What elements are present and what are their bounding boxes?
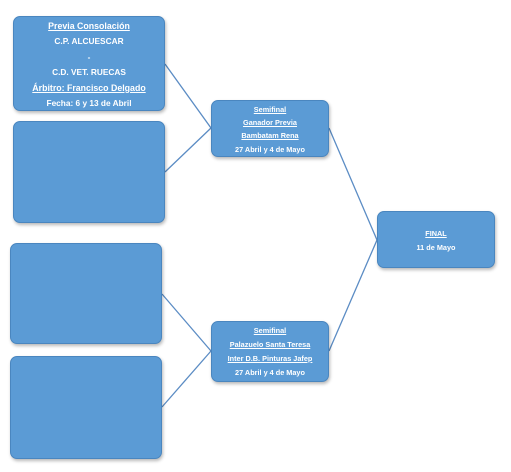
semifinal2-team1: Palazuelo Santa Teresa xyxy=(229,340,311,349)
connector-semifinal2-to-final xyxy=(328,239,378,352)
qualifier-referee: Árbitro: Francisco Delgado xyxy=(32,82,146,93)
semifinal2-title: Semifinal xyxy=(253,326,287,335)
semifinal1-title: Semifinal xyxy=(253,105,287,114)
qualifier-title: Previa Consolación xyxy=(48,21,130,31)
qualifier-team1: C.P. ALCUESCAR xyxy=(54,36,124,47)
qualifier-team2: C.D. VET. RUECAS xyxy=(52,67,126,78)
semifinal1-box: Semifinal Ganador Previa Bambatam Rena 2… xyxy=(211,100,329,157)
empty-match-box-lower-2 xyxy=(10,356,162,459)
qualifier-separator: - xyxy=(87,51,91,62)
semifinal2-team2: Inter D.B. Pinturas Jafep xyxy=(227,354,313,363)
final-date: 11 de Mayo xyxy=(416,243,456,252)
connector-empty-to-semifinal1 xyxy=(164,127,212,173)
connector-empty-to-semifinal2 xyxy=(161,293,212,352)
semifinal1-team1: Ganador Previa xyxy=(243,118,297,128)
final-box: FINAL 11 de Mayo xyxy=(377,211,495,268)
qualifier-match-box: Previa Consolación C.P. ALCUESCAR - C.D.… xyxy=(13,16,165,111)
connector-semifinal1-to-final xyxy=(328,127,378,241)
empty-match-box-upper xyxy=(13,121,165,223)
connector-empty-to-semifinal2-lower xyxy=(161,350,212,408)
semifinal2-box: Semifinal Palazuelo Santa Teresa Inter D… xyxy=(211,321,329,382)
qualifier-dates: Fecha: 6 y 13 de Abril xyxy=(46,98,132,109)
connector-qualifier-to-semifinal1 xyxy=(164,63,212,129)
semifinal1-team2: Bambatam Rena xyxy=(241,131,299,141)
final-title: FINAL xyxy=(425,229,447,238)
empty-match-box-lower-1 xyxy=(10,243,162,344)
semifinal1-dates: 27 Abril y 4 de Mayo xyxy=(235,144,305,154)
semifinal2-dates: 27 Abril y 4 de Mayo xyxy=(235,368,305,377)
